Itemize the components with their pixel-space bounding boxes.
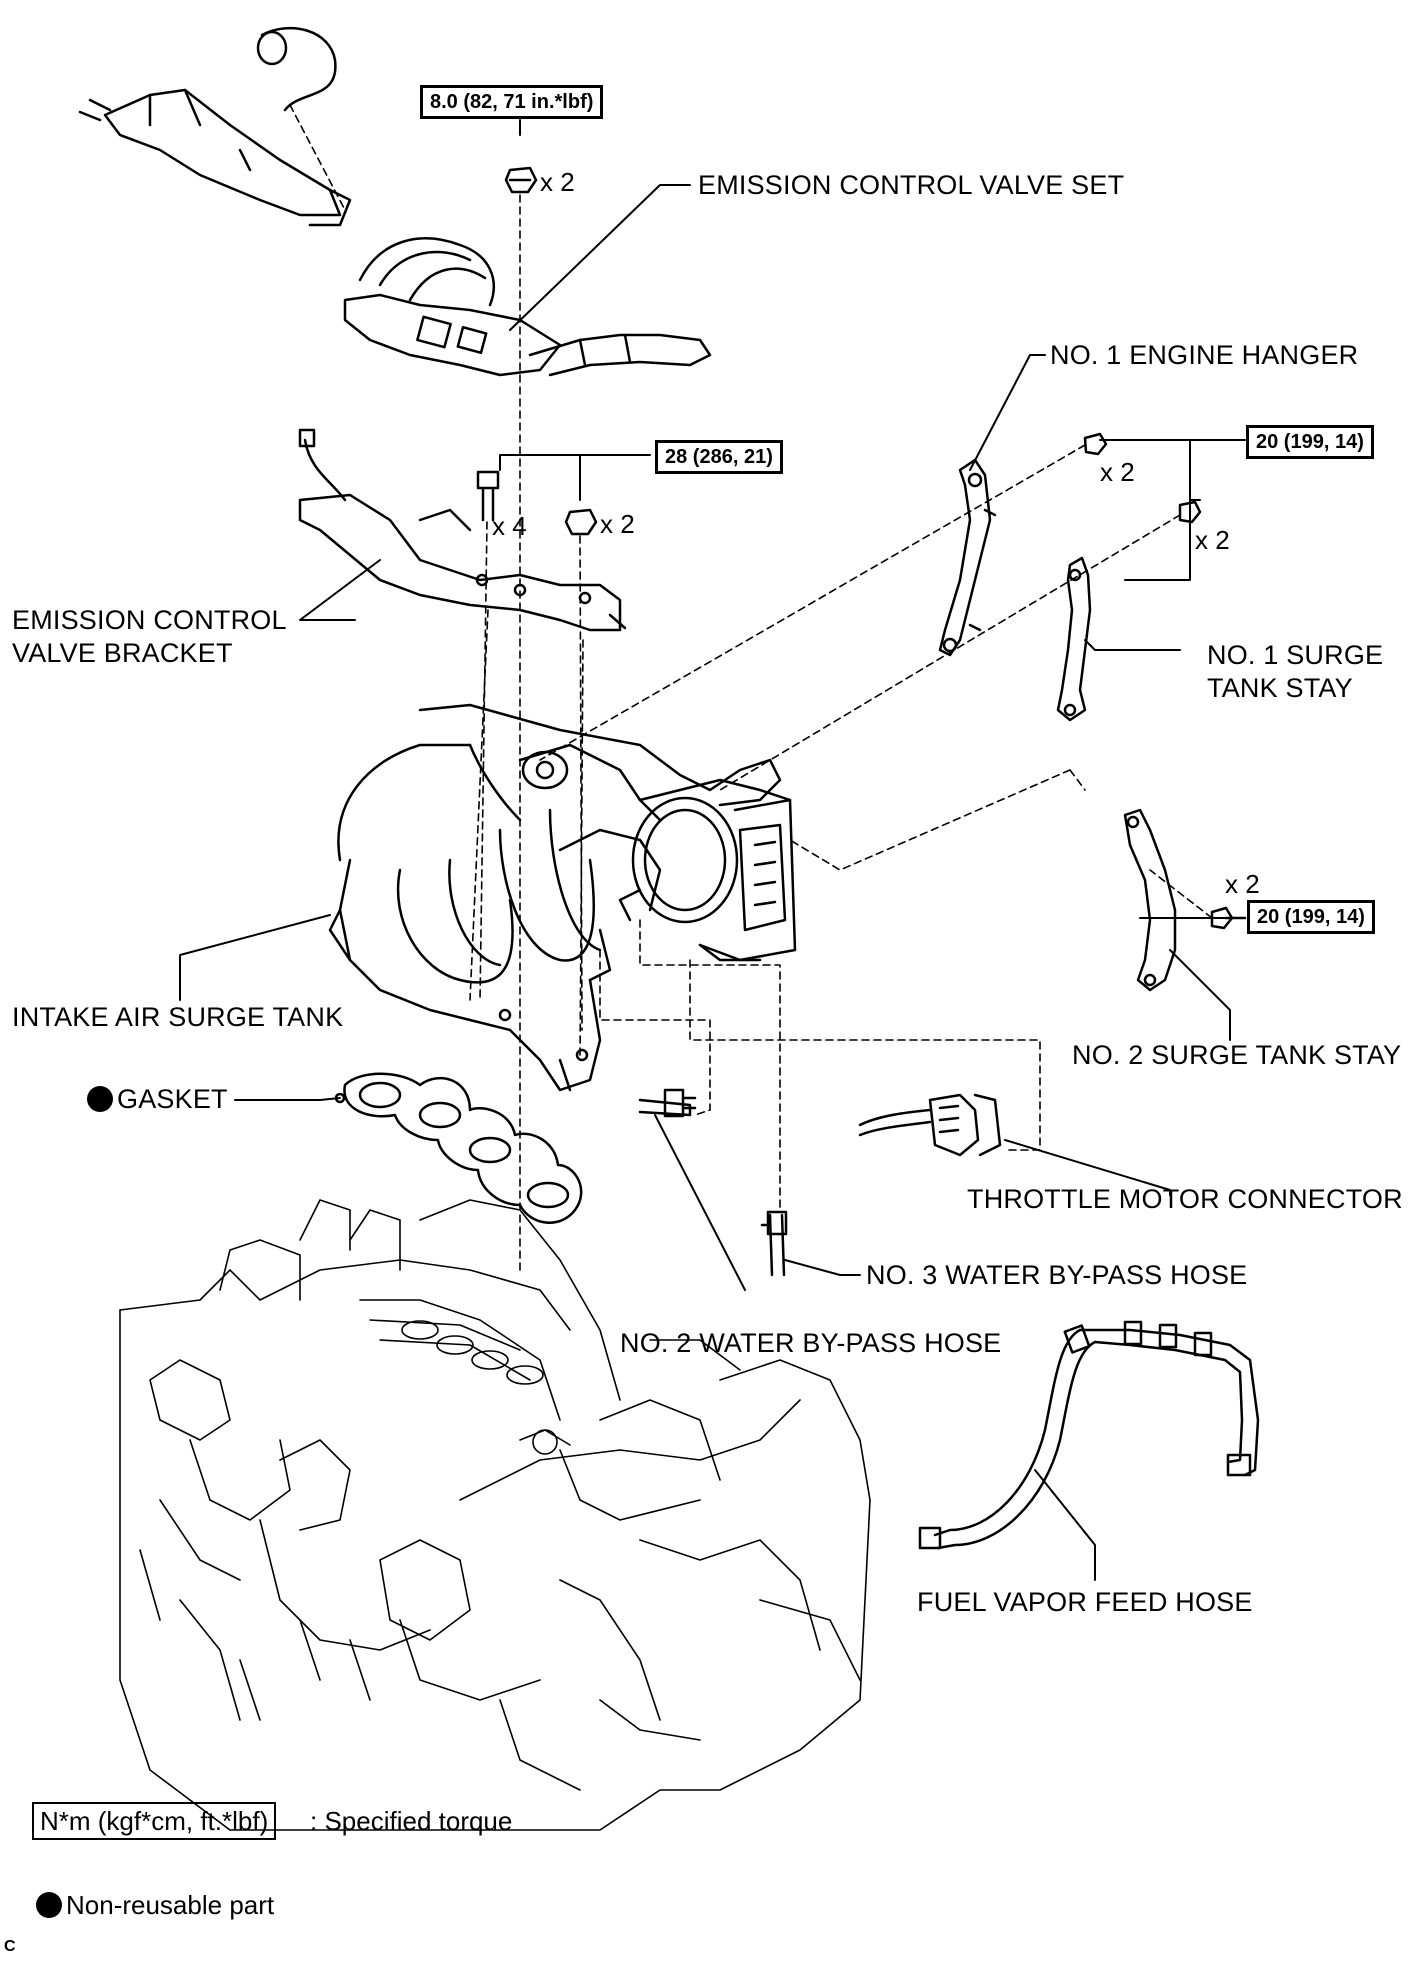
emission-control-valve-set-drawing — [78, 26, 712, 377]
no2-water-bypass-hose-drawing — [638, 1088, 697, 1118]
non-reusable-bullet-icon — [87, 1086, 113, 1112]
engine-block-drawing — [119, 1199, 871, 1831]
figure-code: C — [4, 1938, 16, 1955]
bracket-nut-drawing — [564, 508, 598, 536]
label-throttle-motor-connector: THROTTLE MOTOR CONNECTOR — [967, 1184, 1403, 1214]
label-fuel-vapor-feed-hose: FUEL VAPOR FEED HOSE — [917, 1587, 1253, 1617]
assembly-dashed-lines — [289, 104, 1213, 1271]
qty-bracket-nut: x 2 — [600, 509, 635, 539]
torque-bracket-bolts: 28 (286, 21) — [655, 440, 783, 474]
legend-torque-description: : Specified torque — [310, 1806, 513, 1836]
emission-control-valve-bracket-drawing — [298, 428, 627, 632]
qty-stay1-bolt: x 2 — [1195, 525, 1230, 555]
no2-surge-tank-stay-drawing — [1123, 808, 1177, 992]
label-no1-surge-line1: NO. 1 SURGE — [1207, 640, 1384, 670]
no3-water-bypass-hose-drawing — [760, 1210, 788, 1277]
label-bracket-line1: EMISSION CONTROL — [12, 605, 287, 635]
label-bracket-line2: VALVE BRACKET — [12, 638, 233, 668]
hanger-bolt-drawing — [1083, 432, 1202, 524]
fuel-vapor-feed-hose-drawing — [918, 1320, 1260, 1550]
torque-valve-set-nut: 8.0 (82, 71 in.*lbf) — [420, 85, 604, 119]
label-no1-engine-hanger: NO. 1 ENGINE HANGER — [1050, 340, 1359, 370]
label-no3-water-bypass-hose: NO. 3 WATER BY-PASS HOSE — [866, 1260, 1248, 1290]
qty-bracket-bolt: x 4 — [492, 511, 527, 541]
label-no2-surge-tank-stay: NO. 2 SURGE TANK STAY — [1072, 1040, 1402, 1070]
legend-non-reusable-description: Non-reusable part — [66, 1890, 275, 1920]
qty-hanger-bolt: x 2 — [1100, 457, 1135, 487]
label-no2-water-bypass-hose: NO. 2 WATER BY-PASS HOSE — [620, 1328, 1002, 1358]
torque-hanger-bolts: 20 (199, 14) — [1246, 425, 1374, 459]
leader-lines — [179, 119, 1246, 1581]
label-emission-control-valve-set: EMISSION CONTROL VALVE SET — [698, 170, 1125, 200]
label-intake-air-surge-tank: INTAKE AIR SURGE TANK — [12, 1002, 344, 1032]
qty-valve-set-nut: x 2 — [540, 167, 575, 197]
no1-engine-hanger-drawing — [938, 458, 997, 657]
legend-torque-unit-box: N*m (kgf*cm, ft.*lbf) — [32, 1802, 277, 1840]
throttle-body-drawing — [618, 778, 797, 962]
gasket-drawing — [334, 1072, 583, 1224]
torque-stay2-bolts: 20 (199, 14) — [1247, 900, 1375, 934]
no1-surge-tank-stay-drawing — [1056, 556, 1092, 722]
qty-stay2-bolt: x 2 — [1225, 869, 1260, 899]
throttle-motor-connector-drawing — [858, 1093, 1002, 1157]
legend-non-reusable-icon — [36, 1892, 62, 1918]
label-gasket: GASKET — [117, 1084, 228, 1114]
label-no1-surge-line2: TANK STAY — [1207, 673, 1353, 703]
valve-set-nut-drawing — [504, 166, 538, 194]
bracket-bolt-drawing — [476, 470, 500, 522]
intake-air-surge-tank-drawing — [328, 703, 782, 1092]
